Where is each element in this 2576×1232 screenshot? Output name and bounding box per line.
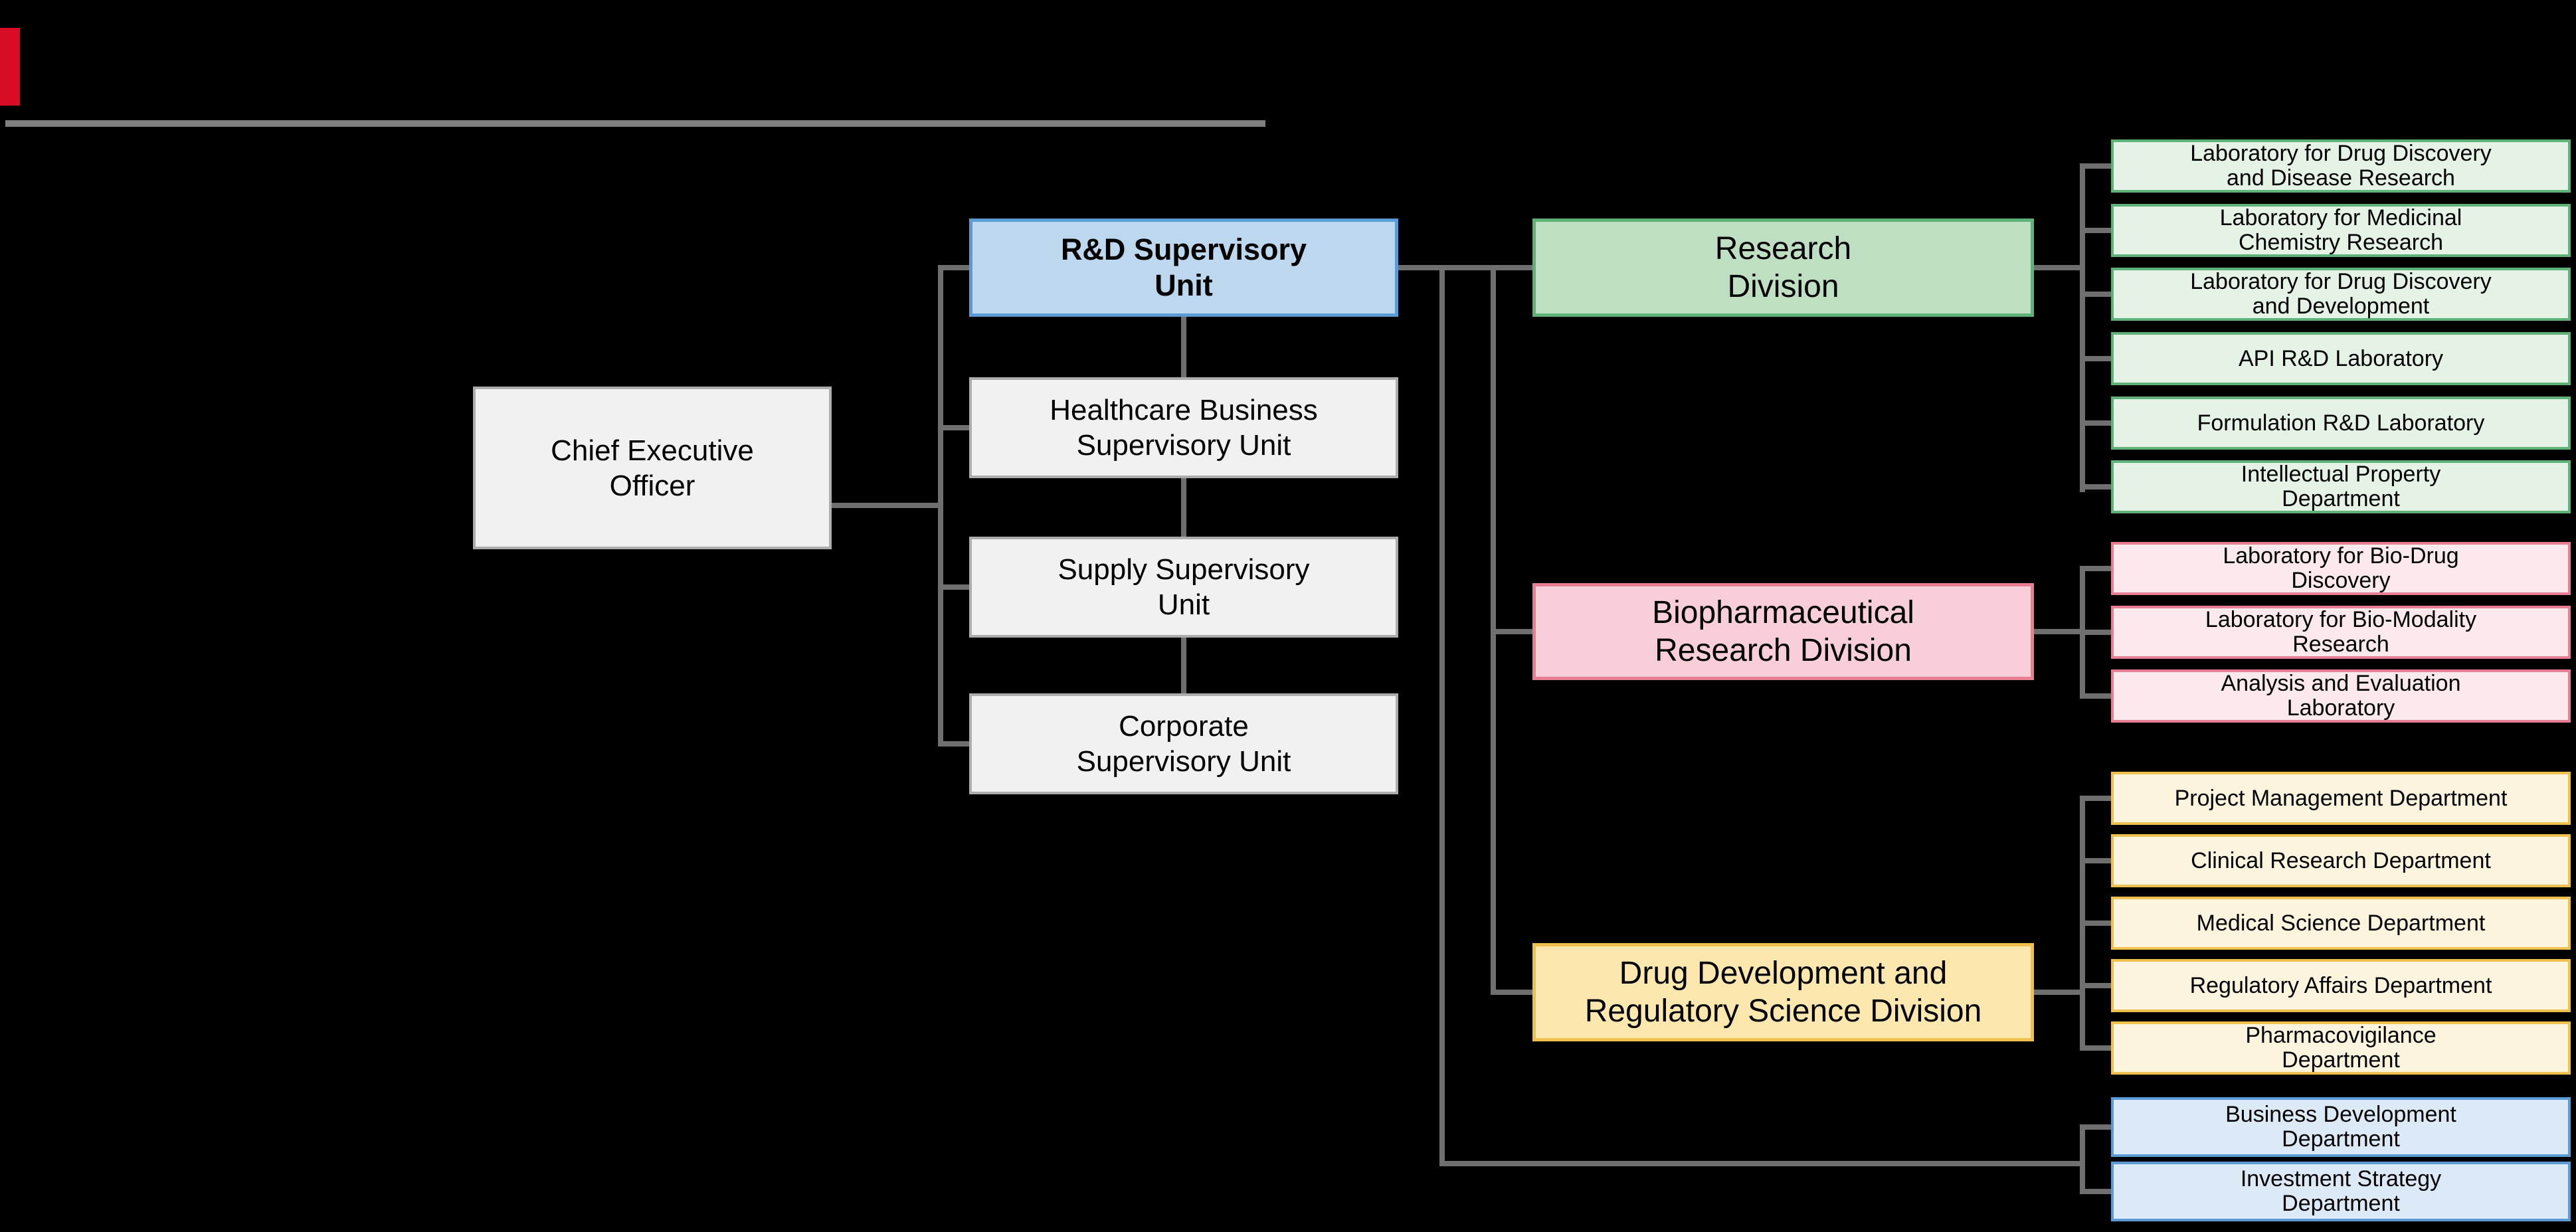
- division-box-biopharmaceutical: Biopharmaceutical Research Division: [1532, 583, 2034, 680]
- department-box: Laboratory for Drug Discovery and Develo…: [2111, 268, 2571, 321]
- title-rule: [5, 120, 1265, 127]
- department-box: Analysis and Evaluation Laboratory: [2111, 669, 2571, 723]
- connector-leaf-stub: [2080, 693, 2111, 699]
- department-box: Medical Science Department: [2111, 897, 2571, 950]
- connector-leaf-stub: [2080, 921, 2111, 926]
- connector-ceo: [831, 503, 943, 508]
- unit-box-healthcare-business: Healthcare Business Supervisory Unit: [969, 377, 1398, 478]
- connector-leaf-stub: [2080, 1124, 2111, 1130]
- connector-units-v3: [1181, 638, 1186, 693]
- connector-leaf-stub: [2080, 796, 2111, 801]
- department-box: Laboratory for Bio-Modality Research: [2111, 606, 2571, 659]
- red-accent-bar: [0, 28, 20, 106]
- connector-leaf-stub: [2080, 228, 2111, 233]
- connector-trunk-blue: [2080, 1124, 2085, 1194]
- connector-units-v2: [1181, 478, 1186, 537]
- connector-leaf-stub: [2080, 1189, 2111, 1194]
- department-box: Regulatory Affairs Department: [2111, 959, 2571, 1012]
- department-box-investment-strategy: Investment Strategy Department: [2111, 1162, 2571, 1221]
- connector-leaf-stub: [2080, 163, 2111, 169]
- connector-stub-rnd: [938, 265, 969, 270]
- connector-biopharma: [1491, 629, 1538, 634]
- department-box: Laboratory for Drug Discovery and Diseas…: [2111, 139, 2571, 193]
- connector-feed-yellow: [2034, 990, 2085, 995]
- connector-leaf-stub: [2080, 420, 2111, 426]
- department-box-business-development: Business Development Department: [2111, 1097, 2571, 1157]
- connector-rnd-research: [1398, 265, 1536, 270]
- connector-stub-healthcare: [938, 425, 969, 430]
- connector-leaf-stub: [2080, 292, 2111, 297]
- connector-bottom: [1439, 1161, 2085, 1166]
- department-box: API R&D Laboratory: [2111, 332, 2571, 385]
- connector-trunk-outer: [1439, 265, 1445, 1166]
- connector-leaf-stub: [2080, 630, 2111, 635]
- unit-box-rnd-supervisory: R&D Supervisory Unit: [969, 219, 1398, 317]
- division-box-research: Research Division: [1532, 219, 2034, 317]
- connector-units-v1: [1181, 317, 1186, 377]
- connector-trunk-green: [2080, 163, 2085, 492]
- department-box: Clinical Research Department: [2111, 834, 2571, 887]
- connector-leaf-stub: [2080, 356, 2111, 361]
- department-box: Intellectual Property Department: [2111, 460, 2571, 513]
- department-box: Laboratory for Medicinal Chemistry Resea…: [2111, 204, 2571, 257]
- connector-leaf-stub: [2080, 484, 2111, 489]
- connector-feed-green: [2034, 265, 2085, 270]
- department-box: Pharmacovigilance Department: [2111, 1021, 2571, 1075]
- connector-stub-supply: [938, 584, 969, 590]
- connector-leaf-stub: [2080, 1045, 2111, 1051]
- unit-box-corporate: Corporate Supervisory Unit: [969, 693, 1398, 794]
- ceo-box: Chief Executive Officer: [473, 387, 832, 549]
- department-box: Formulation R&D Laboratory: [2111, 396, 2571, 450]
- unit-box-supply: Supply Supervisory Unit: [969, 537, 1398, 638]
- department-box: Laboratory for Bio-Drug Discovery: [2111, 542, 2571, 595]
- connector-leaf-stub: [2080, 983, 2111, 988]
- connector-stub-corporate: [938, 741, 969, 747]
- connector-feed-pink: [2034, 629, 2085, 634]
- connector-leaf-stub: [2080, 566, 2111, 571]
- division-box-drug-development: Drug Development and Regulatory Science …: [1532, 943, 2034, 1041]
- connector-left-trunk: [938, 265, 943, 747]
- department-box: Project Management Department: [2111, 772, 2571, 825]
- connector-leaf-stub: [2080, 858, 2111, 863]
- connector-drugdev: [1491, 990, 1538, 995]
